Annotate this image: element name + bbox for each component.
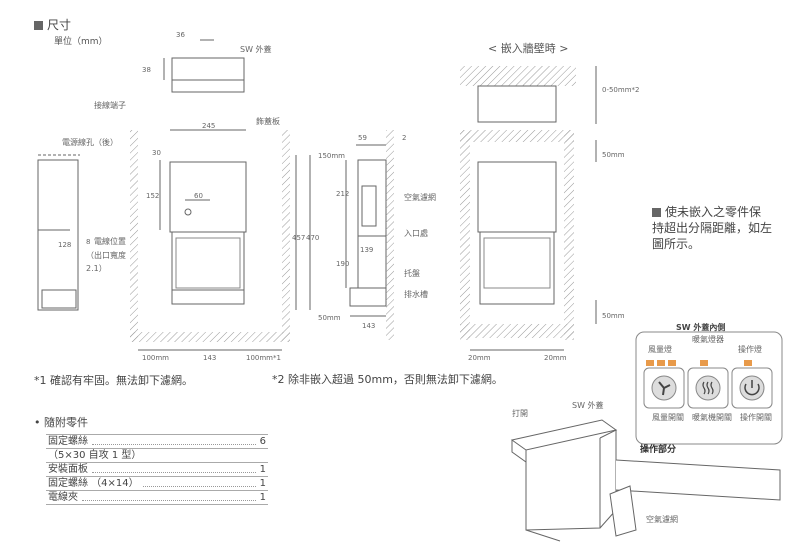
power-hole-label: 電源線孔（後） <box>62 137 118 147</box>
dim-59: 59 <box>358 134 367 142</box>
inlet-label: 入口處 <box>404 228 428 238</box>
decor-panel-label: 飾蓋板 <box>256 116 280 126</box>
dim-470: 470 <box>306 234 319 242</box>
unit-label: 單位（mm） <box>54 37 108 47</box>
dim-50mm: 50mm <box>318 314 341 322</box>
accessory-row: 固定螺絲 （4×14）1 <box>46 478 268 491</box>
wire-pos-label: 電線位置 <box>94 236 126 246</box>
note-2: *2 除非嵌入超過 50mm，否則無法卸下濾網。 <box>272 373 503 386</box>
control-panel <box>635 331 783 445</box>
dim-190: 190 <box>336 260 349 268</box>
dim-8: 8 <box>86 238 90 246</box>
dim-embed-left: 20mm <box>468 354 491 362</box>
op-section-label: 操作部分 <box>640 443 676 455</box>
drain-label: 排水槽 <box>404 289 428 299</box>
left-profile-view <box>37 154 80 311</box>
dim-457: 457 <box>292 234 305 242</box>
heater-lamp-label: 暖氣燈器 <box>692 334 724 344</box>
op-lamp-label: 操作燈 <box>738 344 762 354</box>
outlet-label: （出口寬度 <box>86 250 126 260</box>
power-button-label: 操作開關 <box>740 412 772 422</box>
dim-150mm: 150mm <box>318 152 345 160</box>
dim-212: 212 <box>336 190 349 198</box>
iso-sw-cover-label: SW 外蓋 <box>572 400 604 410</box>
dim-side-143: 143 <box>362 322 375 330</box>
accessory-row: （5×30 自攻 1 型） <box>46 449 268 463</box>
open-label: 打開 <box>512 408 528 418</box>
note-1: *1 確認有牢固。無法卸下濾網。 <box>34 374 193 387</box>
iso-filter-label: 空氣濾網 <box>646 514 678 524</box>
tray-label: 托盤 <box>404 268 420 278</box>
accessories-title: • 隨附零件 <box>34 416 88 429</box>
embed-view <box>460 66 597 351</box>
dim-38: 38 <box>142 66 151 74</box>
square-bullet-icon <box>34 21 43 30</box>
control-panel-title: SW 外蓋內側 <box>676 322 725 332</box>
dim-245: 245 <box>202 122 215 130</box>
dim-embed-bottom: 50mm <box>602 312 625 320</box>
heat-button-label: 暖氣機開關 <box>692 412 732 422</box>
embed-view-title: < 嵌入牆壁時 > <box>488 42 569 55</box>
dim-128: 128 <box>58 241 71 249</box>
sw-cover-label: SW 外蓋 <box>240 44 272 54</box>
front-view <box>130 39 311 351</box>
side-view <box>345 130 394 340</box>
dim-60: 60 <box>194 192 203 200</box>
iso-view <box>510 419 781 542</box>
dim-143: 143 <box>203 354 216 362</box>
filter-label: 空氣濾網 <box>404 192 436 202</box>
dim-100mm-left: 100mm <box>142 354 169 362</box>
dim-152: 152 <box>146 192 159 200</box>
dim-embed-right: 20mm <box>544 354 567 362</box>
page-title: 尺寸 <box>34 16 71 33</box>
outlet-value: 2.1） <box>86 264 107 273</box>
dim-30: 30 <box>152 149 161 157</box>
dim-36: 36 <box>176 31 185 39</box>
terminal-label: 接線端子 <box>94 100 126 110</box>
tip-text: 使未嵌入之零件保持超出分隔距離，如左圖所示。 <box>652 205 773 251</box>
square-bullet-icon <box>652 208 661 217</box>
fan-lamp-label: 風量燈 <box>648 344 672 354</box>
dim-100mm-right: 100mm*1 <box>246 354 281 362</box>
dim-2: 2 <box>402 134 406 142</box>
fan-button-label: 風量開關 <box>652 413 684 422</box>
dim-gap: 0-50mm*2 <box>602 86 639 94</box>
dim-embed-top: 50mm <box>602 151 625 159</box>
dim-139: 139 <box>360 246 373 254</box>
